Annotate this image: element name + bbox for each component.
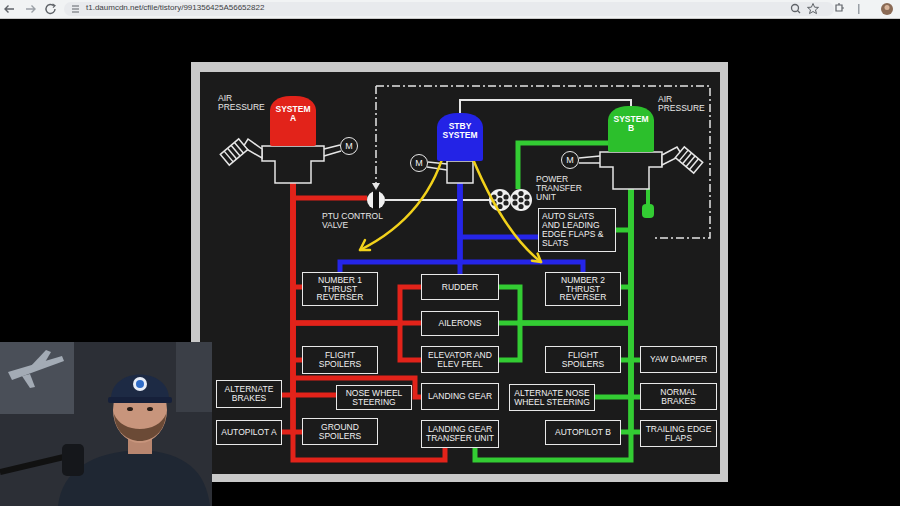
- hydraulic-line: [646, 188, 650, 204]
- reservoir-tank: SYSTEM B: [608, 106, 654, 152]
- node-label: M: [411, 159, 427, 168]
- port-label: AIR PRESSURE: [658, 95, 708, 113]
- node-label: FLIGHT SPOILERS: [306, 351, 374, 369]
- hydraulic-line: [293, 146, 421, 360]
- component-box: LANDING GEAR TRANSFER UNIT: [421, 420, 499, 448]
- component-box: AUTO SLATS AND LEADING EDGE FLAPS & SLAT…: [538, 208, 616, 252]
- node-label: LANDING GEAR TRANSFER UNIT: [425, 425, 495, 443]
- component-box: AUTOPILOT B: [545, 420, 621, 445]
- node-label: NUMBER 1 THRUST REVERSER: [306, 276, 374, 303]
- component-box: NORMAL BRAKES: [640, 383, 717, 410]
- reservoir-tank: STBY SYSTEM: [437, 113, 483, 161]
- webcam-overlay: [0, 342, 212, 506]
- node-label: AUTOPILOT A: [220, 428, 278, 437]
- node-label: TRAILING EDGE FLAPS: [644, 425, 713, 443]
- node-label: LANDING GEAR: [425, 392, 495, 401]
- component-box: AILERONS: [421, 311, 499, 336]
- reservoir-tank: SYSTEM A: [270, 96, 316, 146]
- hydraulic-line: [499, 152, 631, 323]
- browser-bar: [0, 0, 900, 19]
- hydraulic-line: [293, 196, 367, 201]
- component-box: RUDDER: [421, 274, 499, 300]
- component-box: NUMBER 1 THRUST REVERSER: [302, 272, 378, 306]
- diagram-frame: [191, 62, 728, 482]
- motor-symbol: M: [340, 137, 358, 155]
- node-label: SYSTEM A: [273, 105, 313, 123]
- component-box: FLIGHT SPOILERS: [302, 346, 378, 374]
- port-label: AIR PRESSURE: [218, 94, 268, 112]
- node-label: ALTERNATE BRAKES: [220, 385, 278, 403]
- component-label: PTU CONTROL VALVE: [322, 212, 388, 230]
- node-label: NOSE WHEEL STEERING: [340, 389, 408, 407]
- air-pressure-line: [375, 86, 377, 184]
- url-text: t1.daumcdn.net/cfile/tistory/991356425A5…: [86, 4, 406, 12]
- component-box: ALTERNATE NOSE WHEEL STEERING: [509, 384, 595, 411]
- component-label: POWER TRANSFER UNIT: [536, 175, 586, 202]
- component-box: NOSE WHEEL STEERING: [336, 385, 412, 410]
- node-label: M: [562, 156, 578, 165]
- pressure-module: [642, 204, 654, 218]
- node-label: ALTERNATE NOSE WHEEL STEERING: [513, 389, 591, 407]
- node-label: STBY SYSTEM: [440, 122, 480, 140]
- arrowhead: [372, 183, 380, 190]
- hydraulic-line: [293, 146, 445, 460]
- component-box: NUMBER 2 THRUST REVERSER: [545, 272, 621, 306]
- hydraulic-line: [475, 152, 631, 460]
- node-label: YAW DAMPER: [644, 355, 713, 364]
- component-box: ALTERNATE BRAKES: [216, 380, 282, 408]
- motor-symbol: M: [410, 154, 428, 172]
- component-box: GROUND SPOILERS: [302, 418, 378, 445]
- component-box: LANDING GEAR: [421, 383, 499, 410]
- node-label: RUDDER: [425, 283, 495, 292]
- component-box: YAW DAMPER: [640, 346, 717, 373]
- ptu-control-valve: [367, 191, 385, 209]
- servicing-line: [460, 100, 631, 113]
- node-label: M: [341, 142, 357, 151]
- component-box: ELEVATOR AND ELEV FEEL: [421, 346, 499, 373]
- hydraulic-line: [499, 152, 631, 360]
- node-label: FLIGHT SPOILERS: [549, 351, 617, 369]
- node-label: NUMBER 2 THRUST REVERSER: [549, 276, 617, 303]
- hydraulic-line: [293, 146, 421, 323]
- motor-symbol: M: [561, 151, 579, 169]
- node-label: AILERONS: [425, 319, 495, 328]
- control-line: [385, 199, 489, 201]
- hydraulic-line: [293, 146, 421, 323]
- component-box: AUTOPILOT A: [216, 420, 282, 445]
- node-label: AUTOPILOT B: [549, 428, 617, 437]
- pump-housing: [579, 147, 703, 189]
- node-label: AUTO SLATS AND LEADING EDGE FLAPS & SLAT…: [542, 212, 612, 248]
- node-label: ELEVATOR AND ELEV FEEL: [425, 351, 495, 369]
- node-label: GROUND SPOILERS: [306, 423, 374, 441]
- node-label: SYSTEM B: [611, 115, 651, 133]
- node-label: NORMAL BRAKES: [644, 388, 713, 406]
- component-box: TRAILING EDGE FLAPS: [640, 420, 717, 447]
- hydraulic-line: [499, 152, 631, 323]
- hydraulic-line: [293, 146, 421, 397]
- component-box: FLIGHT SPOILERS: [545, 346, 621, 373]
